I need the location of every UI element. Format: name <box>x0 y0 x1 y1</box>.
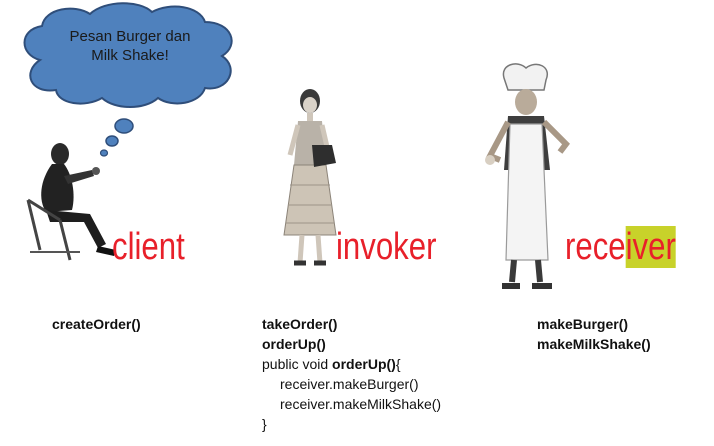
method-createOrder: createOrder() <box>52 316 141 332</box>
code-line-1: receiver.makeBurger() <box>280 376 419 392</box>
code-prefix: public void <box>262 356 333 372</box>
code-method-name: orderUp() <box>332 356 396 372</box>
invoker-methods: takeOrder() orderUp() public void orderU… <box>262 314 441 434</box>
code-line-2: receiver.makeMilkShake() <box>280 396 442 412</box>
receiver-label-highlighted: iver <box>625 226 676 268</box>
method-takeOrder: takeOrder() <box>262 316 338 332</box>
method-makeBurger: makeBurger() <box>537 316 629 332</box>
client-label: client <box>112 225 185 269</box>
code-open-brace: { <box>395 356 401 372</box>
invoker-label: invoker <box>336 225 436 269</box>
invoker-figure <box>270 85 350 280</box>
speech-bubble-text: Pesan Burger dan Milk Shake! <box>50 27 210 65</box>
invoker-label-text: invoker <box>336 226 437 268</box>
receiver-label: receiver <box>565 225 676 269</box>
speech-line-1: Pesan Burger dan <box>69 28 191 45</box>
code-signature: public void orderUp(){ <box>262 354 441 374</box>
client-methods: createOrder() <box>52 314 141 334</box>
receiver-figure <box>470 60 580 305</box>
receiver-methods: makeBurger() makeMilkShake() <box>537 314 651 354</box>
receiver-label-part1: rece <box>565 226 626 268</box>
client-figure <box>20 140 130 275</box>
thought-cloud <box>0 0 260 170</box>
method-makeMilkShake: makeMilkShake() <box>537 336 651 352</box>
speech-line-2: Milk Shake! <box>91 47 169 64</box>
method-orderUp: orderUp() <box>262 336 326 352</box>
code-close-brace: } <box>262 416 267 432</box>
client-label-text: client <box>112 226 185 268</box>
